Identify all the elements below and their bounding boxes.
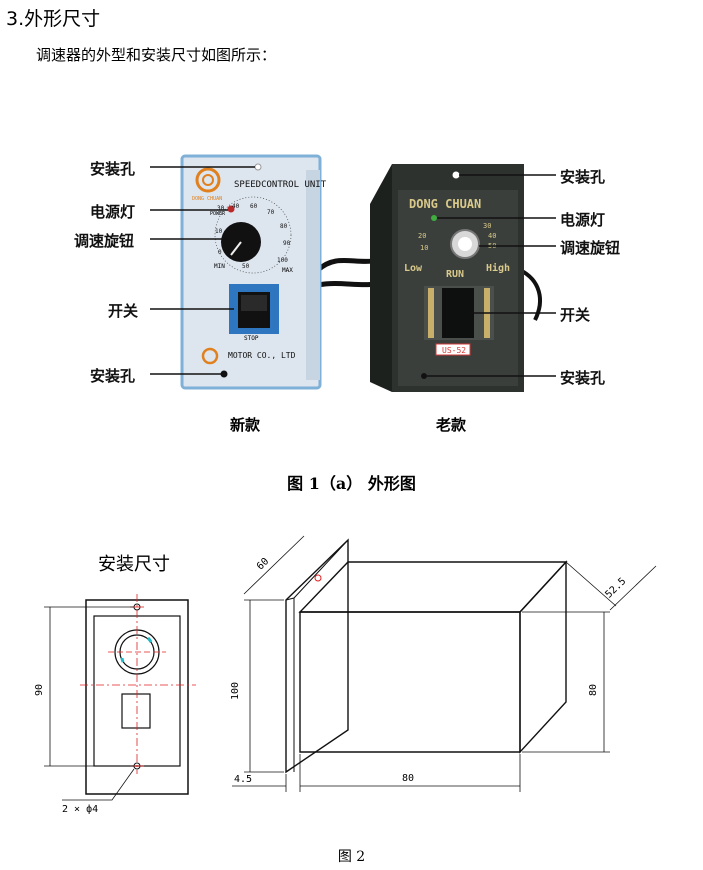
intro-text: 调速器的外型和安装尺寸如图所示： [36, 46, 277, 64]
new-min-label: MIN [214, 263, 225, 270]
old-callout-mount-hole-bottom: 安装孔 [560, 369, 606, 387]
section-title: 3.外形尺寸 [6, 8, 101, 30]
new-callout-speed-knob: 调速旋钮 [74, 232, 135, 250]
svg-text:40: 40 [488, 232, 496, 240]
old-low-label: Low [404, 263, 423, 274]
old-mount-hole-bottom [421, 373, 427, 379]
svg-text:60: 60 [250, 203, 258, 210]
old-callout-speed-knob: 调速旋钮 [560, 239, 621, 257]
front-holes-label: 2 × ф4 [62, 803, 98, 815]
figure2-title: 安装尺寸 [98, 554, 170, 575]
new-callout-power-light: 电源灯 [90, 203, 136, 221]
new-mount-hole-top [254, 163, 262, 171]
svg-text:10: 10 [215, 228, 223, 235]
old-callout-switch: 开关 [560, 306, 591, 324]
new-max-label: MAX [282, 267, 293, 274]
new-model-caption: 新款 [230, 416, 261, 434]
old-high-label: High [486, 262, 510, 274]
iso-body-height-dim: 80 [588, 684, 599, 696]
new-model-unit: DONG CHUAN SPEEDCONTROL UNIT POWER 0 10 … [150, 154, 327, 390]
new-power-label: POWER [210, 211, 226, 217]
iso-body-depth-dim: 52.5 [603, 576, 628, 601]
svg-text:70: 70 [267, 209, 275, 216]
new-logo-bottom-icon [201, 347, 219, 365]
new-maker: MOTOR CO., LTD [228, 351, 296, 360]
old-run-label: RUN [446, 269, 464, 280]
new-logo-icon [195, 167, 221, 193]
figure1-caption: 图 1（a） 外形图 [287, 474, 416, 493]
svg-text:50: 50 [242, 263, 250, 270]
old-callout-power-light: 电源灯 [560, 211, 606, 229]
new-mount-hole-bottom [220, 370, 228, 378]
figure2-drawing: 90 2 × ф4 100 60 4.5 80 80 52.5 [34, 535, 657, 815]
front-view [44, 594, 196, 801]
old-body-side [370, 164, 392, 392]
new-stop-label: STOP [244, 335, 259, 342]
svg-text:80: 80 [280, 223, 288, 230]
old-power-light [431, 215, 437, 221]
svg-text:30: 30 [483, 222, 491, 230]
old-model-caption: 老款 [436, 416, 467, 434]
new-panel-title: SPEEDCONTROL UNIT [234, 180, 327, 190]
figure2-caption: 图 2 [337, 849, 366, 865]
new-callout-mount-hole-bottom: 安装孔 [90, 367, 136, 385]
svg-text:10: 10 [420, 244, 428, 252]
new-callout-switch: 开关 [108, 302, 139, 320]
old-callout-mount-hole-top: 安装孔 [560, 168, 606, 186]
iso-flange-dim: 4.5 [234, 774, 252, 785]
front-height-dim: 90 [34, 684, 45, 696]
new-panel-side [306, 170, 320, 380]
new-dial-scale [214, 196, 292, 274]
new-callout-mount-hole-top: 安装孔 [90, 160, 136, 178]
svg-text:30: 30 [217, 205, 225, 212]
svg-text:40: 40 [232, 203, 240, 210]
old-model-badge: US-52 [442, 346, 466, 355]
old-brand: DONG CHUAN [409, 197, 481, 211]
old-mount-hole-top [452, 171, 460, 179]
cable [519, 268, 542, 321]
new-power-light [227, 205, 235, 213]
old-model-unit: DONG CHUAN 10 20 30 40 50 Low RUN High U… [370, 164, 556, 392]
new-brand: DONG CHUAN [192, 196, 222, 202]
iso-height-dim: 100 [230, 682, 241, 700]
svg-text:20: 20 [418, 232, 426, 240]
svg-text:90: 90 [283, 240, 291, 247]
old-switch [442, 288, 474, 338]
svg-text:100: 100 [277, 257, 288, 264]
figure1-illustration: DONG CHUAN SPEEDCONTROL UNIT POWER 0 10 … [150, 154, 556, 392]
iso-width-dim: 80 [402, 773, 414, 784]
svg-text:0: 0 [218, 249, 222, 256]
iso-view [232, 535, 657, 792]
